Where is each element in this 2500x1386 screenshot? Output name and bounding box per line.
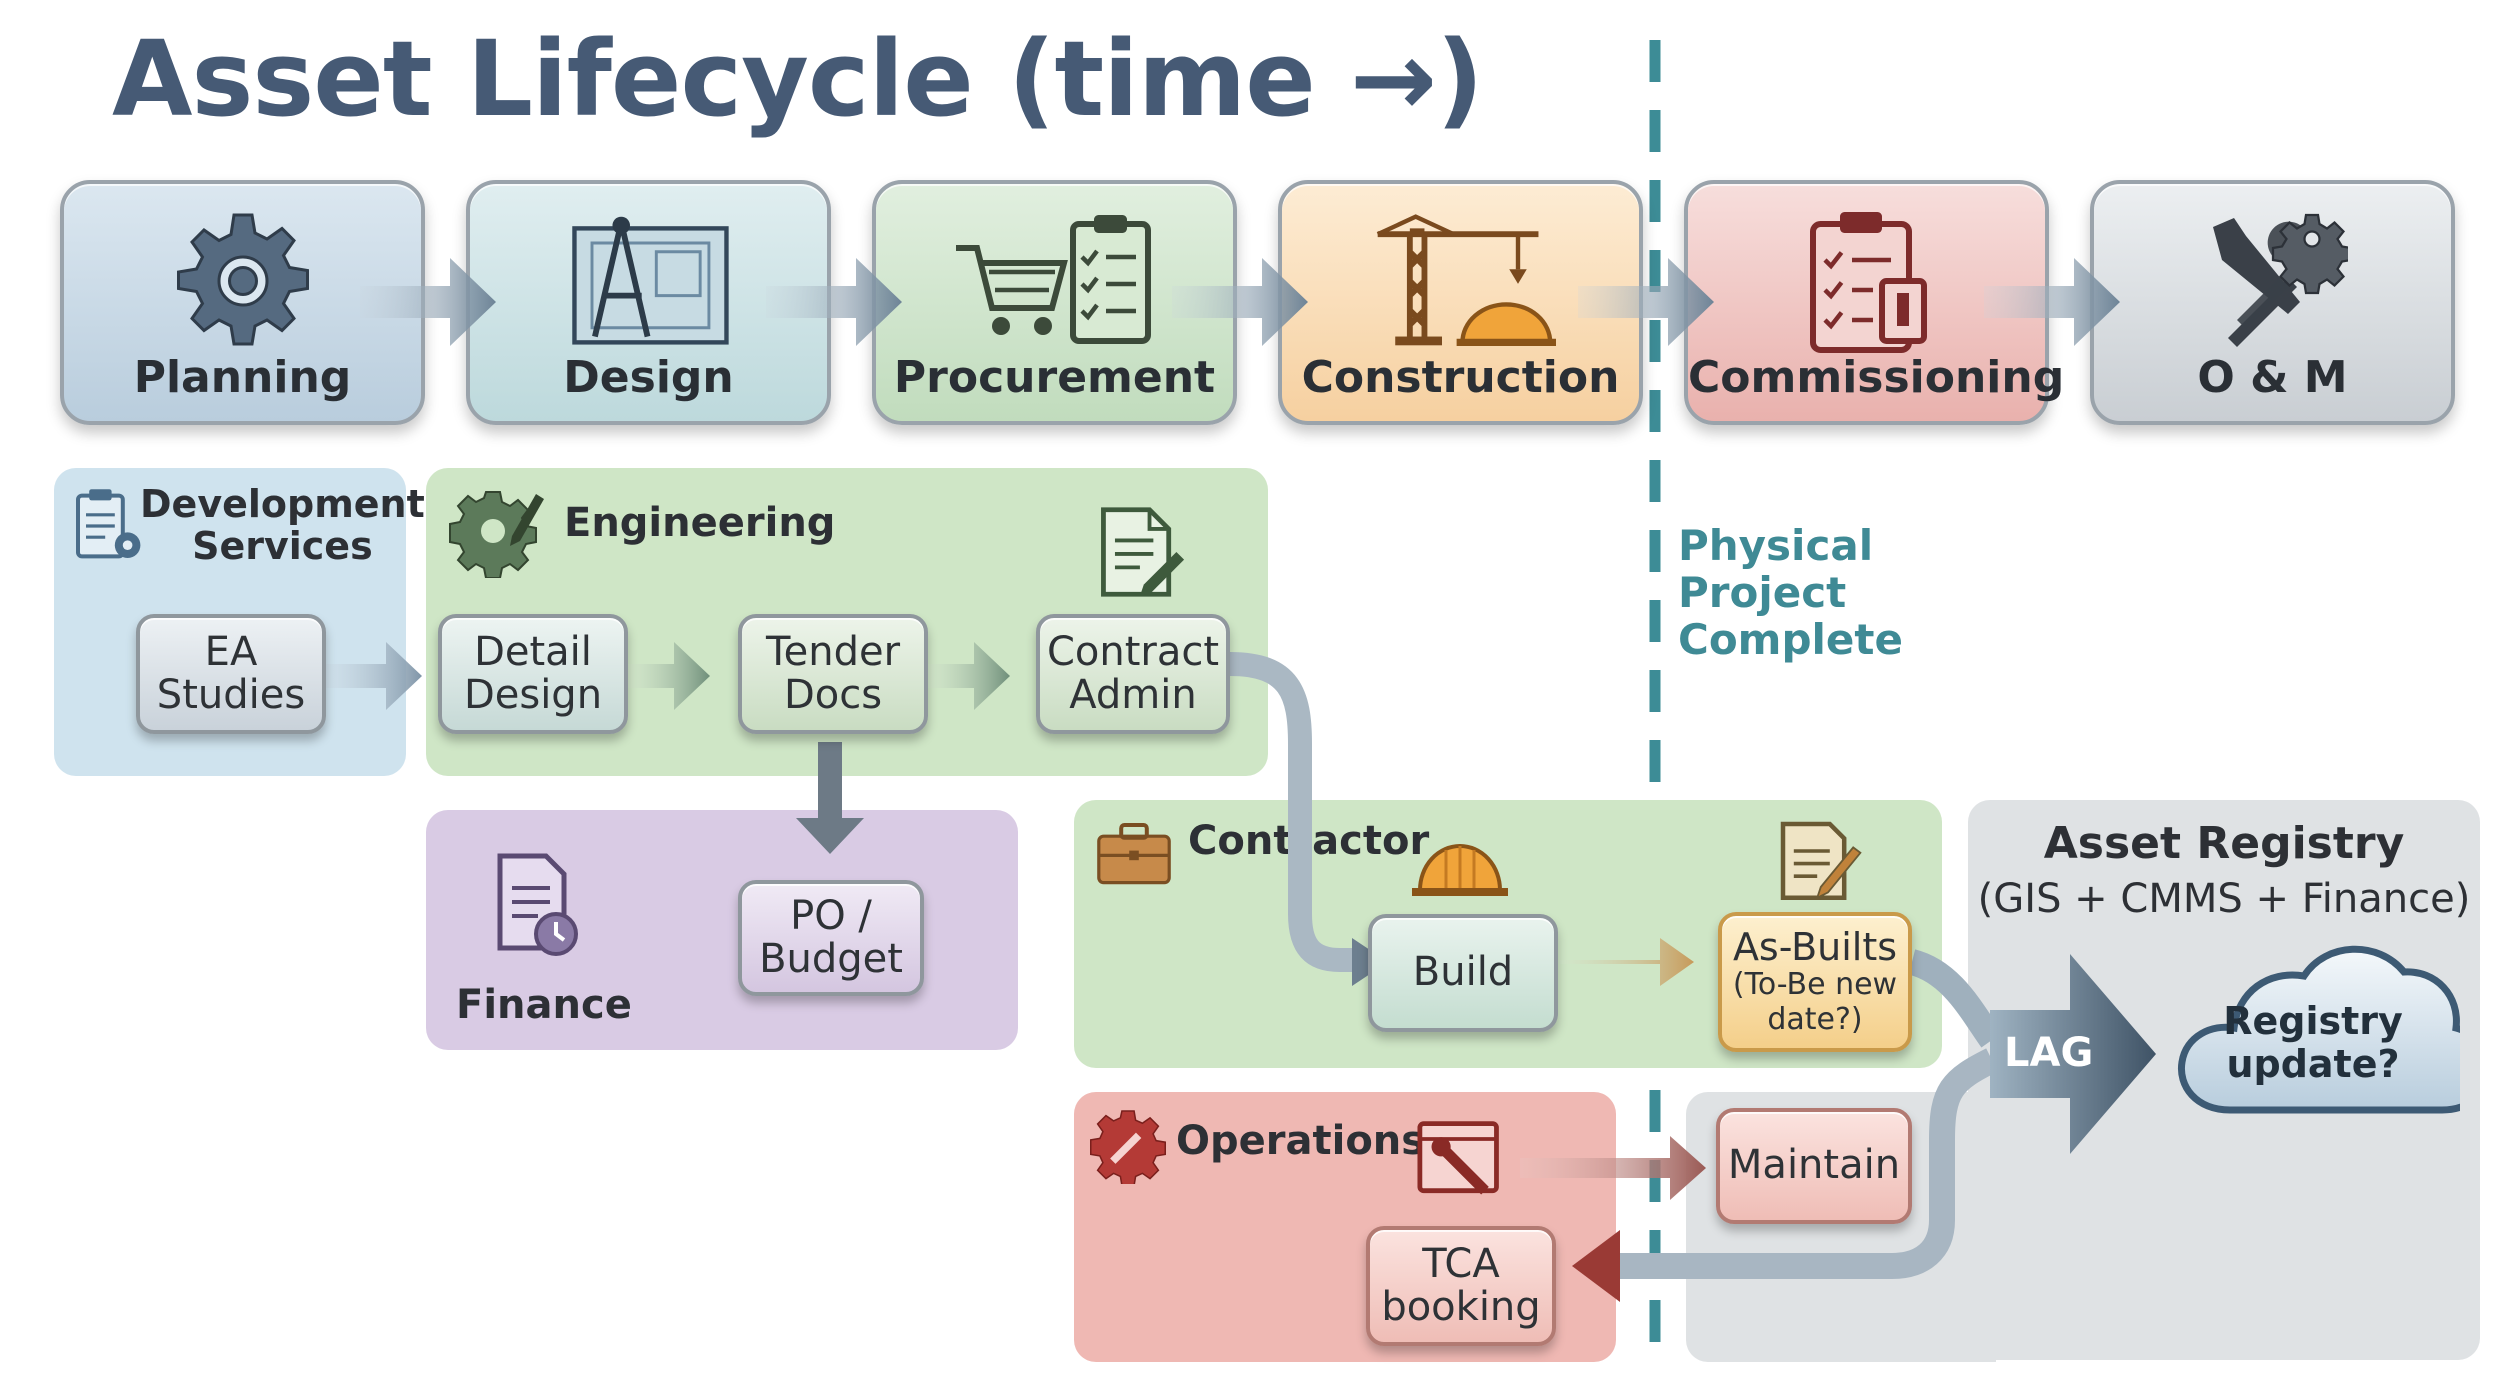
briefcase-icon <box>1097 823 1171 885</box>
registry-subtitle: (GIS + CMMS + Finance) <box>1977 876 2471 922</box>
registry-cloud <box>2177 945 2460 1114</box>
phase-flow-arrows <box>360 258 2120 346</box>
phase-label: Planning <box>133 352 352 403</box>
phase-label: Commissioning <box>1688 352 2065 403</box>
gear-wrench-icon <box>1090 1110 1166 1184</box>
as-builts-box: As-Builts (To-Be new date?) <box>1718 912 1912 1052</box>
document-pencil-icon <box>1780 821 1862 901</box>
ea-studies-box: EA Studies <box>136 614 326 734</box>
gear-icon <box>176 213 309 346</box>
phase-label: Construction <box>1301 352 1620 403</box>
phase-label: O & M <box>2197 352 2348 403</box>
hardhat-icon <box>1412 844 1508 896</box>
lane-title-development: Development Services <box>140 482 425 568</box>
registry-update-label: Registry update? <box>2223 999 2403 1086</box>
milestone-divider <box>1649 40 1661 1370</box>
po-budget-box: PO / Budget <box>738 880 924 996</box>
contract-admin-box: Contract Admin <box>1036 614 1230 734</box>
milestone-label: Physical Project Complete <box>1678 521 1903 665</box>
lane-title-engineering: Engineering <box>564 500 836 546</box>
build-box: Build <box>1368 914 1558 1032</box>
document-pen-icon <box>1101 507 1185 597</box>
document-clock-icon <box>497 853 578 956</box>
phase-label: Design <box>563 352 734 403</box>
phase-planning: Planning <box>60 180 425 425</box>
tender-docs-box: Tender Docs <box>738 614 928 734</box>
window-wrench-icon <box>1417 1121 1499 1195</box>
lane-title-finance: Finance <box>456 982 632 1028</box>
lag-label: LAG <box>2004 1030 2094 1076</box>
phase-om: O & M <box>2090 180 2455 425</box>
clipboard-checklist-icon <box>1809 212 1927 353</box>
cart-checklist-icon <box>955 215 1151 344</box>
blueprint-compass-icon <box>571 216 729 345</box>
wrench-screwdriver-gear-icon <box>2212 213 2348 347</box>
phase-commissioning: Commissioning <box>1684 180 2065 425</box>
maintain-box: Maintain <box>1716 1108 1912 1224</box>
detail-design-box: Detail Design <box>438 614 628 734</box>
clipboard-gear-icon <box>76 489 141 559</box>
lane-title-registry: Asset Registry <box>2043 818 2405 869</box>
tca-booking-box: TCA booking <box>1366 1226 1556 1346</box>
page-title: Asset Lifecycle (time →) <box>112 18 1484 140</box>
as-builts-title: As-Builts <box>1732 924 1898 969</box>
lane-title-operations: Operations <box>1176 1118 1426 1164</box>
as-builts-note: (To-Be new date?) <box>1732 967 1898 1037</box>
gear-pencil-icon <box>449 491 544 578</box>
phase-label: Procurement <box>893 352 1216 403</box>
crane-hardhat-icon <box>1376 214 1556 347</box>
